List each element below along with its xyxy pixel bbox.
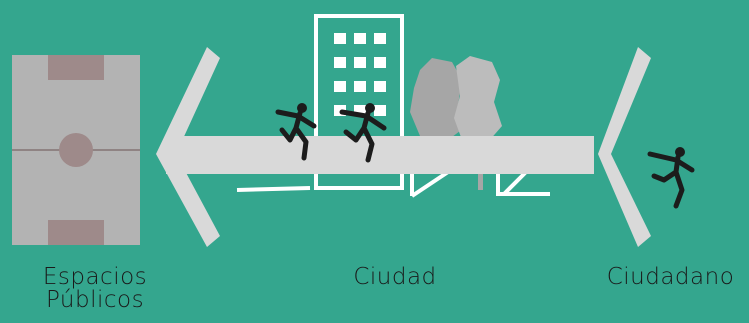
runner-figure-3 <box>650 147 692 206</box>
citizen-label: Ciudadano <box>592 266 749 289</box>
city-label: Ciudad <box>340 266 450 289</box>
right-chevron-icon <box>598 47 651 247</box>
arrow-to-public-spaces <box>156 47 594 247</box>
top-goal-box <box>48 55 104 80</box>
bottom-goal-box <box>48 220 104 245</box>
soccer-field-icon <box>12 55 140 245</box>
public-spaces-label: Espacios Públicos <box>30 266 160 312</box>
center-circle <box>59 133 93 167</box>
city-ground-lines <box>237 172 550 196</box>
